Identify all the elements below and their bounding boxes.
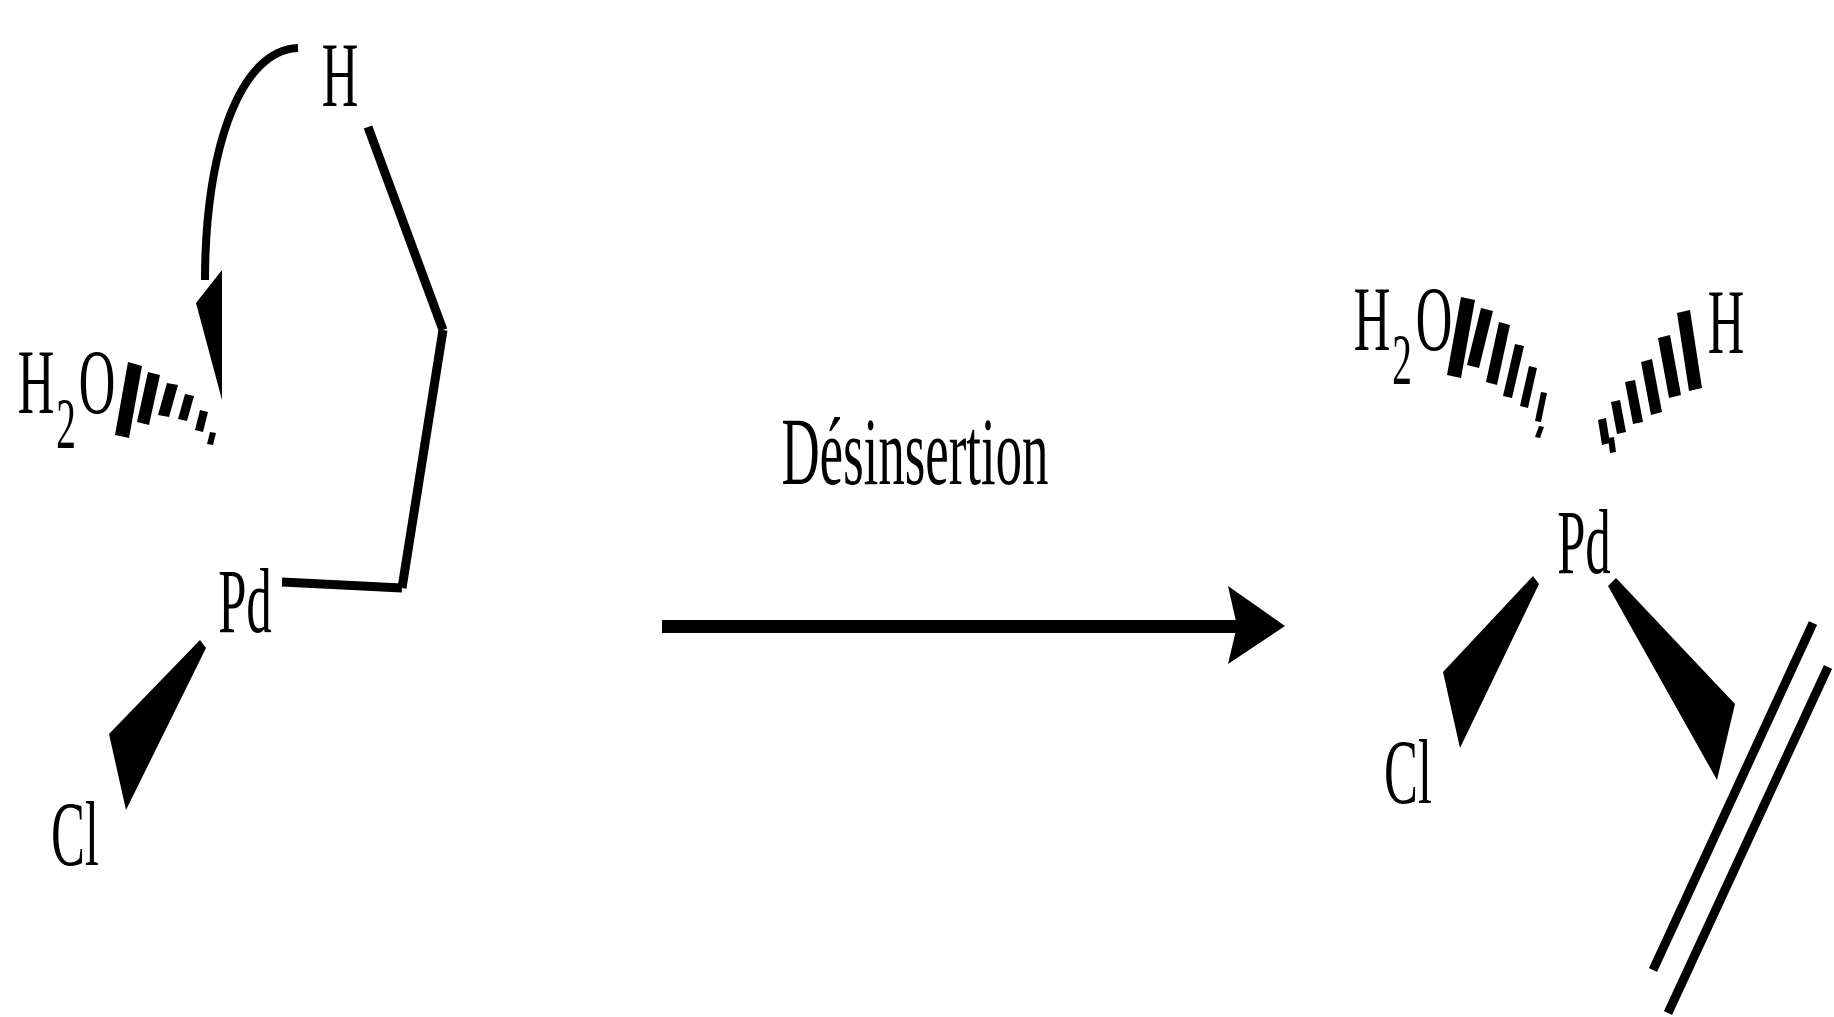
reactant-atom-cl: Cl (51, 784, 99, 886)
product-structure: H 2 O H Pd Cl (1354, 269, 1833, 1015)
reactant-atom-h: H (322, 25, 359, 127)
reactant-h2o-h: H (18, 332, 55, 434)
wedge-bond-pd-cl-product (1443, 576, 1539, 748)
product-atom-cl: Cl (1384, 722, 1432, 824)
reactant-structure: H H 2 O Pd Cl (18, 25, 448, 886)
product-atom-pd: Pd (1557, 492, 1610, 594)
hashed-bond-h2o-pd (115, 362, 216, 445)
reactant-h2o-subscript: 2 (56, 384, 76, 465)
double-bond-line-2 (1663, 665, 1833, 1015)
reaction-arrow-shaft (662, 620, 1237, 633)
reactant-atom-pd: Pd (218, 551, 271, 653)
wedge-bond-pd-alkene (1608, 578, 1735, 780)
product-h2o-h: H (1354, 269, 1391, 371)
curved-arrow-head (196, 270, 222, 400)
product-h2o-subscript: 2 (1392, 320, 1412, 401)
curved-arrow-shaft (201, 44, 299, 281)
wedge-bond-pd-cl (109, 640, 206, 810)
hashed-bond-pd-h-product (1598, 310, 1702, 453)
product-h2o-o: O (1416, 269, 1453, 371)
double-bond-line-1 (1648, 621, 1818, 972)
reaction-arrow-head (1228, 586, 1285, 664)
bond-h-c (363, 125, 448, 332)
reaction-arrow: Désinsertion (662, 398, 1285, 664)
bond-c-pd (281, 577, 403, 593)
bond-c-c (397, 329, 448, 589)
reactant-h2o-o: O (79, 332, 116, 434)
reaction-arrow-label: Désinsertion (782, 398, 1049, 505)
product-atom-h: H (1708, 272, 1745, 374)
hashed-bond-h2o-pd-product (1447, 297, 1547, 438)
